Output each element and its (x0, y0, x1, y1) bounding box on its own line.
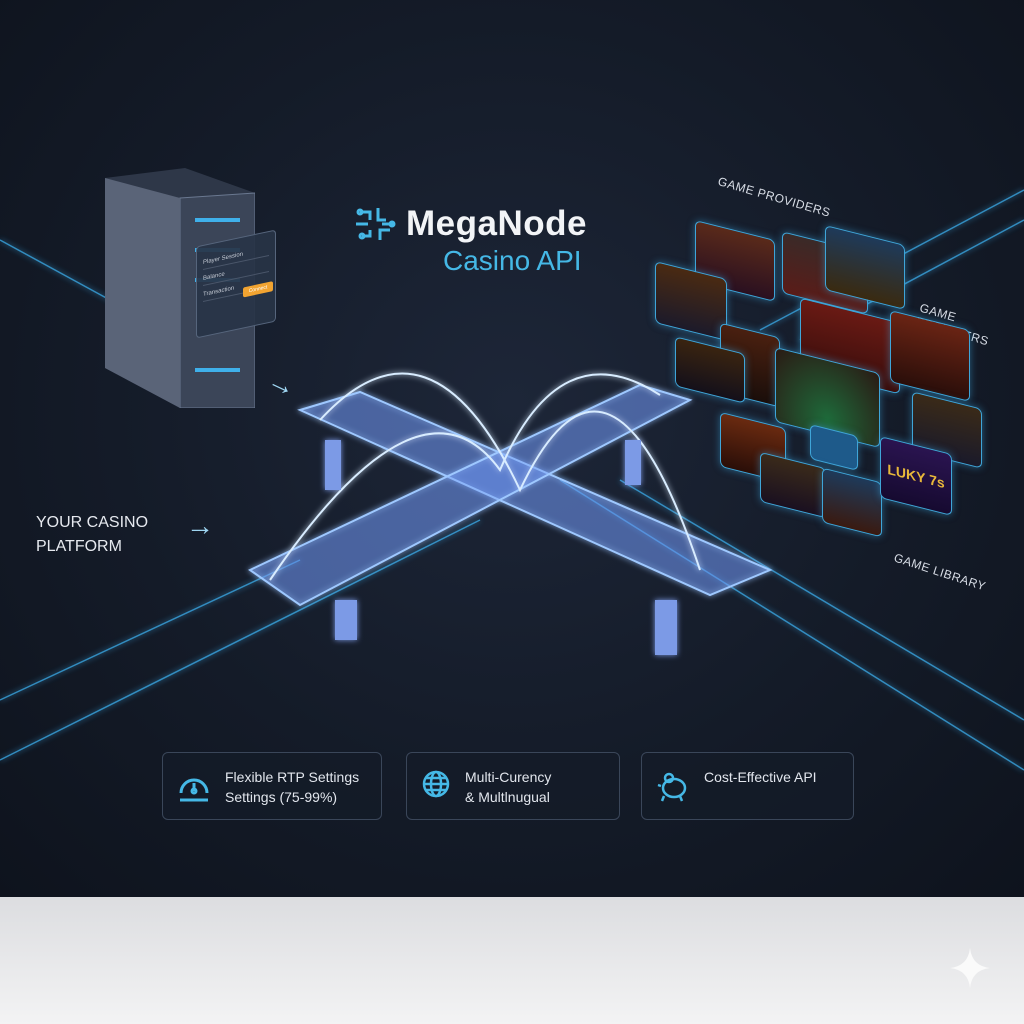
piggy-bank-icon (657, 772, 687, 802)
platform-label: YOUR CASINO PLATFORM (36, 511, 148, 559)
gauge-icon (179, 778, 209, 802)
feature-line1: Cost-Effective API (704, 769, 817, 785)
bridge-diagram (0, 189, 1024, 771)
game-tile (822, 467, 882, 538)
feature-line1: Flexible RTP Settings (225, 769, 360, 785)
globe-icon (422, 770, 450, 798)
circuit-chip-icon (356, 208, 396, 240)
brand-title: MegaNode (406, 204, 587, 243)
feature-line2: & Multlnugual (465, 789, 550, 805)
game-tile (890, 310, 970, 402)
game-tile (760, 451, 826, 519)
platform-label-line2: PLATFORM (36, 538, 122, 555)
feature-card-currency: Multi-Curency & Multlnugual (406, 752, 620, 820)
feature-line2: Settings (75-99%) (225, 789, 338, 805)
feature-line1: Multi-Curency (465, 769, 552, 785)
platform-label-line1: YOUR CASINO (36, 514, 149, 531)
brand-logo: MegaNode (352, 202, 587, 246)
arrow-icon: → (186, 510, 214, 541)
login-form-panel: Player Session Balance Transaction Conne… (196, 229, 276, 339)
game-tiles: LUKY 7s (650, 220, 1020, 550)
feature-card-cost: Cost-Effective API (641, 752, 854, 820)
bridge (248, 372, 773, 655)
sparkle-icon (950, 948, 990, 988)
illustration-canvas: Player Session Balance Transaction Conne… (0, 0, 1024, 897)
bottom-band (0, 897, 1024, 1024)
brand-subtitle: Casino API (443, 245, 582, 276)
